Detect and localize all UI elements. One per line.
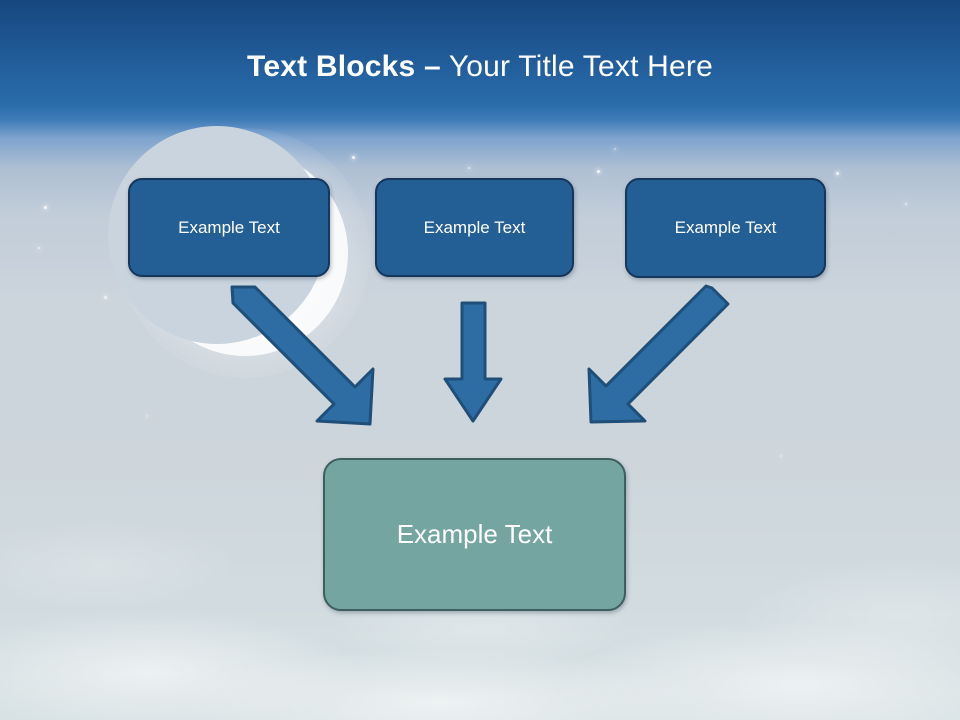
text-block-1[interactable]: Example Text (128, 178, 330, 277)
star-icon (468, 167, 470, 169)
star-icon (352, 156, 355, 159)
text-block-2-label: Example Text (423, 217, 526, 237)
star-icon (614, 148, 616, 150)
slide-title-bold: Text Blocks – (247, 50, 441, 83)
text-block-3-label: Example Text (674, 218, 777, 237)
slide-title: Text Blocks – Your Title Text Here (0, 50, 960, 84)
star-icon (104, 296, 107, 299)
star-icon (780, 455, 782, 457)
star-icon (38, 247, 40, 249)
star-icon (44, 206, 47, 209)
star-icon (700, 318, 702, 320)
text-block-result-label: Example Text (396, 519, 553, 549)
slide-title-regular: Your Title Text Here (440, 50, 713, 83)
star-icon (597, 170, 600, 173)
star-icon (836, 172, 839, 175)
text-block-3[interactable]: Example Text (625, 178, 826, 278)
text-block-2[interactable]: Example Text (375, 178, 574, 277)
text-block-result[interactable]: Example Text (323, 458, 626, 611)
text-block-1-label: Example Text (178, 217, 280, 237)
star-icon (905, 203, 907, 205)
star-icon (146, 415, 148, 417)
star-icon (286, 352, 288, 354)
